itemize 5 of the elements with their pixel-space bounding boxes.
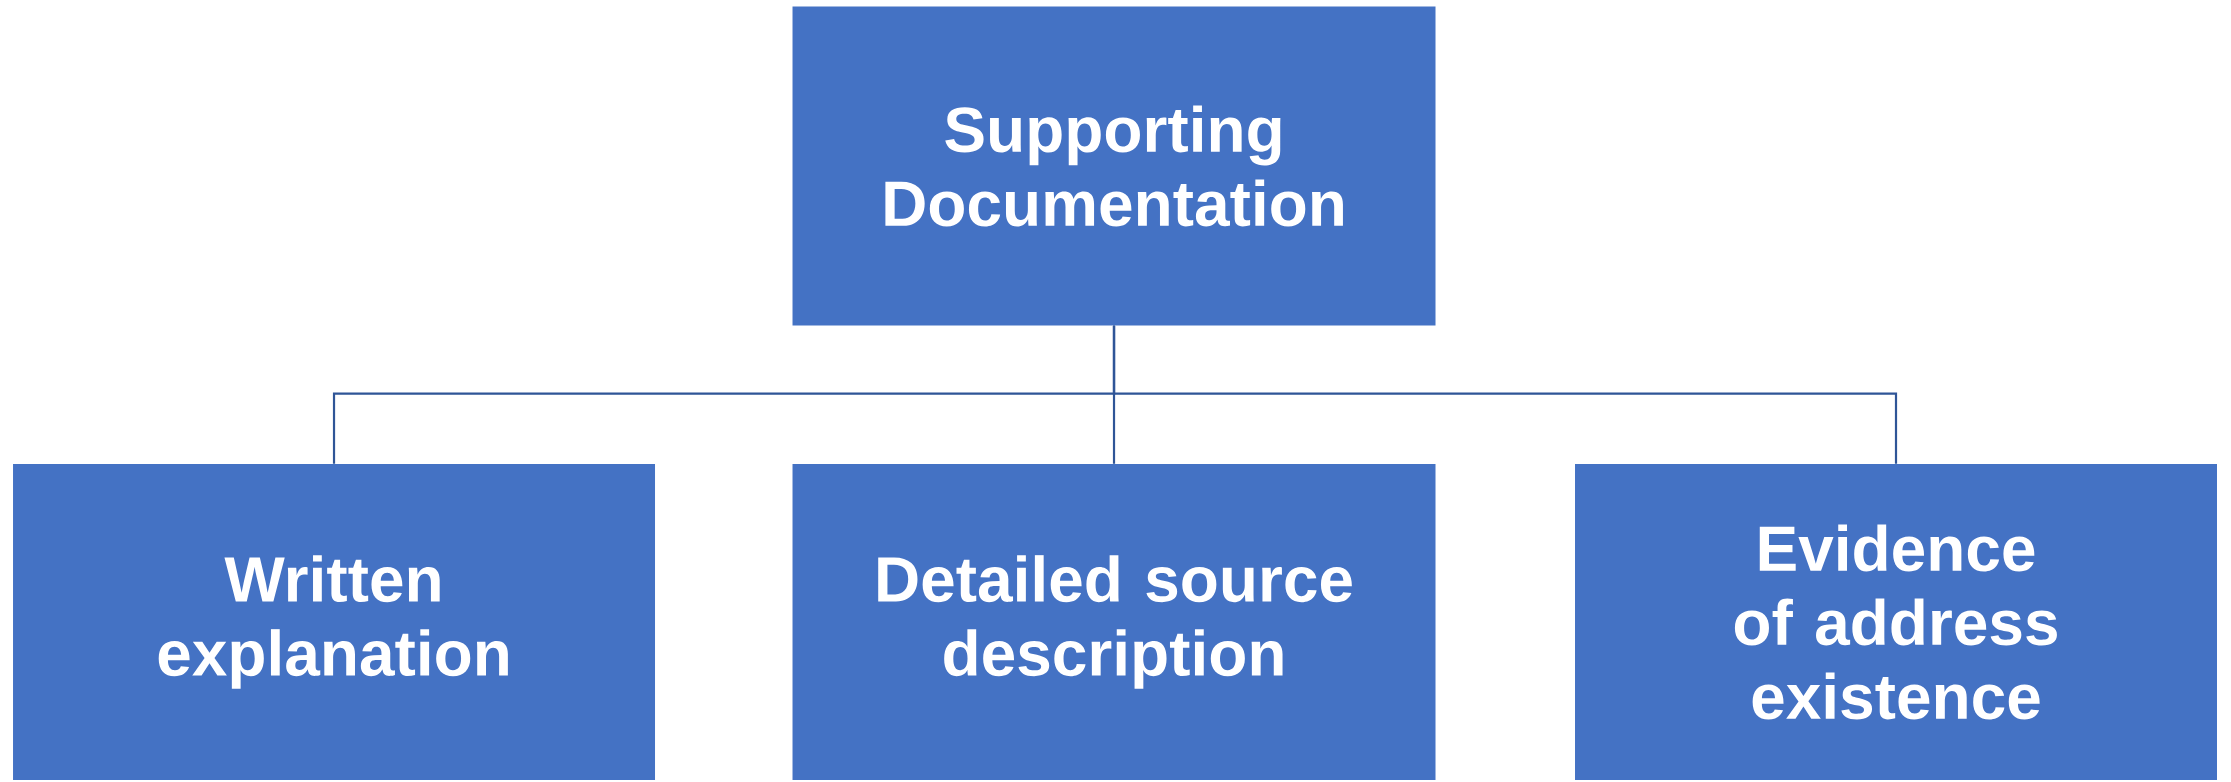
branch-box: Detailed source description: [792, 464, 1436, 780]
branch-box: Written explanation: [13, 464, 655, 780]
connector-line: [1112, 325, 1898, 464]
root-box: Supporting Documentation: [792, 6, 1436, 326]
branch-box: Evidence of address existence: [1575, 464, 2217, 780]
